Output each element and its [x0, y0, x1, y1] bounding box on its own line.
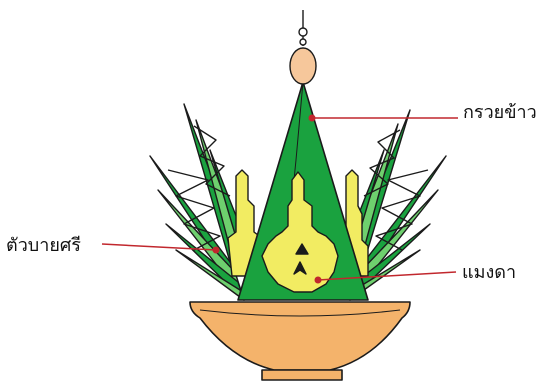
label-tua-baisri: ตัวบายศรี	[6, 237, 81, 255]
label-kruay-khao: กรวยข้าว	[463, 104, 537, 122]
bowl	[190, 302, 410, 380]
left-leaf-fan	[150, 104, 244, 300]
top-ornament	[290, 10, 316, 84]
label-maengda: แมงดา	[462, 264, 516, 282]
leader-kruay	[309, 115, 459, 122]
